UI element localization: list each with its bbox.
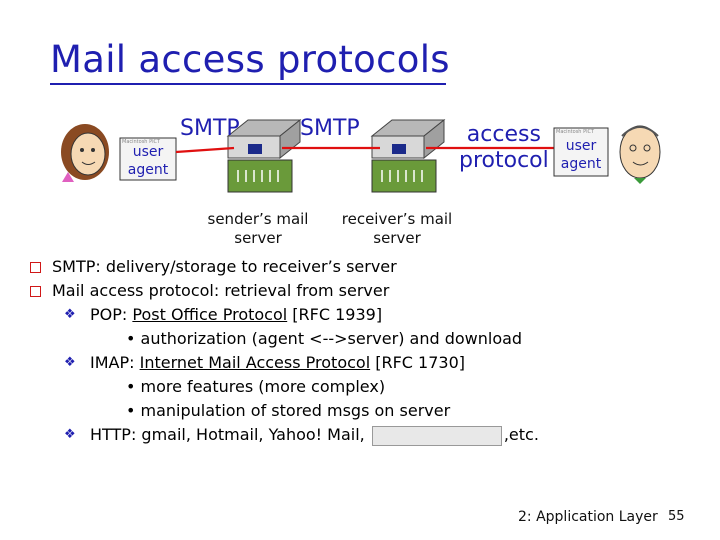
connection-lines <box>175 146 556 154</box>
bullet-mail-access: Mail access protocol: retrieval from ser… <box>30 279 539 303</box>
imap-prefix: IMAP: <box>90 353 140 372</box>
receiver-server-caption: receiver’s mail server <box>334 210 460 248</box>
imap-subpoint-1: • more features (more complex) <box>126 377 386 396</box>
access-label-line1: access <box>466 122 541 147</box>
right-user-agent-box: Macintosh PICT user agent <box>553 127 609 177</box>
imap-subpoint-2: • manipulation of stored msgs on server <box>126 401 451 420</box>
left-user-agent-line1: user <box>133 144 164 160</box>
svg-text:Macintosh PICT: Macintosh PICT <box>556 129 595 135</box>
missing-image-placeholder <box>371 425 502 446</box>
slide-title: Mail access protocols <box>50 38 450 81</box>
page-number: 55 <box>668 509 685 524</box>
right-user-agent-line1: user <box>566 138 597 154</box>
access-label-line2: protocol <box>459 148 549 173</box>
http-text: HTTP: gmail, Hotmail, Yahoo! Mail, <box>90 425 370 444</box>
diamond-bullet-icon: ❖ <box>64 427 76 442</box>
pop-subpoint: • authorization (agent <-->server) and d… <box>126 329 523 348</box>
smtp-label-2: SMTP <box>300 116 360 141</box>
receiver-mail-server-icon <box>370 118 446 193</box>
smtp-label-1: SMTP <box>180 116 240 141</box>
imap-link[interactable]: Internet Mail Access Protocol <box>139 353 371 372</box>
svg-text:Macintosh PICT: Macintosh PICT <box>122 139 161 145</box>
slide-footer: 2: Application Layer <box>518 509 658 525</box>
bullet-smtp: SMTP: delivery/storage to receiver’s ser… <box>30 255 539 279</box>
bullet-imap: ❖ IMAP: Internet Mail Access Protocol [RF… <box>30 351 539 375</box>
bullet-list: SMTP: delivery/storage to receiver’s ser… <box>30 255 539 447</box>
diamond-bullet-icon: ❖ <box>64 355 76 370</box>
bullet-pop: ❖ POP: Post Office Protocol [RFC 1939] <box>30 303 539 327</box>
title-underline <box>50 83 446 85</box>
left-user-icon <box>61 124 109 182</box>
sender-caption-line1: sender’s mail <box>207 210 309 228</box>
pop-prefix: POP: <box>90 305 133 324</box>
receiver-caption-line2: server <box>373 229 421 247</box>
pop-rfc: [RFC 1939] <box>287 305 383 324</box>
imap-rfc: [RFC 1730] <box>370 353 466 372</box>
sender-mail-server-icon <box>226 118 302 193</box>
sender-caption-line2: server <box>234 229 282 247</box>
receiver-caption-line1: receiver’s mail <box>341 210 453 228</box>
access-protocol-label: access protocol <box>459 122 549 174</box>
pop-link[interactable]: Post Office Protocol <box>132 305 288 324</box>
sender-server-caption: sender’s mail server <box>198 210 318 248</box>
bullet-http: ❖ HTTP: gmail, Hotmail, Yahoo! Mail, ,etc… <box>30 423 539 447</box>
right-user-icon <box>619 125 661 184</box>
mail-access-diagram: Macintosh PICT user agent <box>61 118 661 193</box>
left-user-agent-box: Macintosh PICT user agent <box>119 137 177 181</box>
diamond-bullet-icon: ❖ <box>64 307 76 322</box>
left-user-agent-line2: agent <box>128 162 169 178</box>
right-user-agent-line2: agent <box>561 156 602 172</box>
http-suffix: ,etc. <box>503 425 539 444</box>
